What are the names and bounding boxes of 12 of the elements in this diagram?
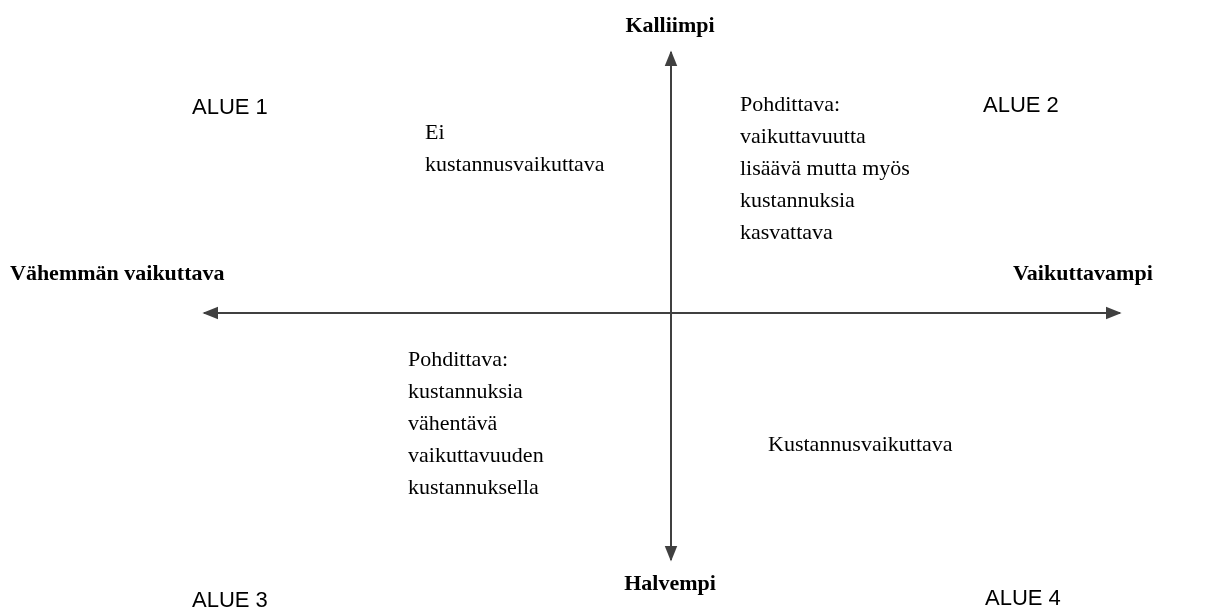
quadrant-label: ALUE 2 <box>983 91 1059 119</box>
axis-label: Kalliimpi <box>624 11 716 39</box>
axis-label: Vähemmän vaikuttava <box>10 259 225 287</box>
quadrant-note: Ei kustannusvaikuttava <box>425 118 606 178</box>
quadrant-note: Kustannusvaikuttava <box>768 430 954 458</box>
axis-label: Halvempi <box>623 569 717 597</box>
quadrant-note: Pohdittava: kustannuksia vähentävä vaikuttavuuden kustannuksella <box>408 345 545 501</box>
quadrant-label: ALUE 1 <box>192 93 268 121</box>
axis-label: Vaikuttavampi <box>1013 259 1153 287</box>
quadrant-label: ALUE 3 <box>192 586 268 614</box>
quadrant-note: Pohdittava: vaikuttavuutta lisäävä mutta myös kustannuksia kasvattava <box>740 90 910 246</box>
quadrant-label: ALUE 4 <box>985 584 1061 612</box>
